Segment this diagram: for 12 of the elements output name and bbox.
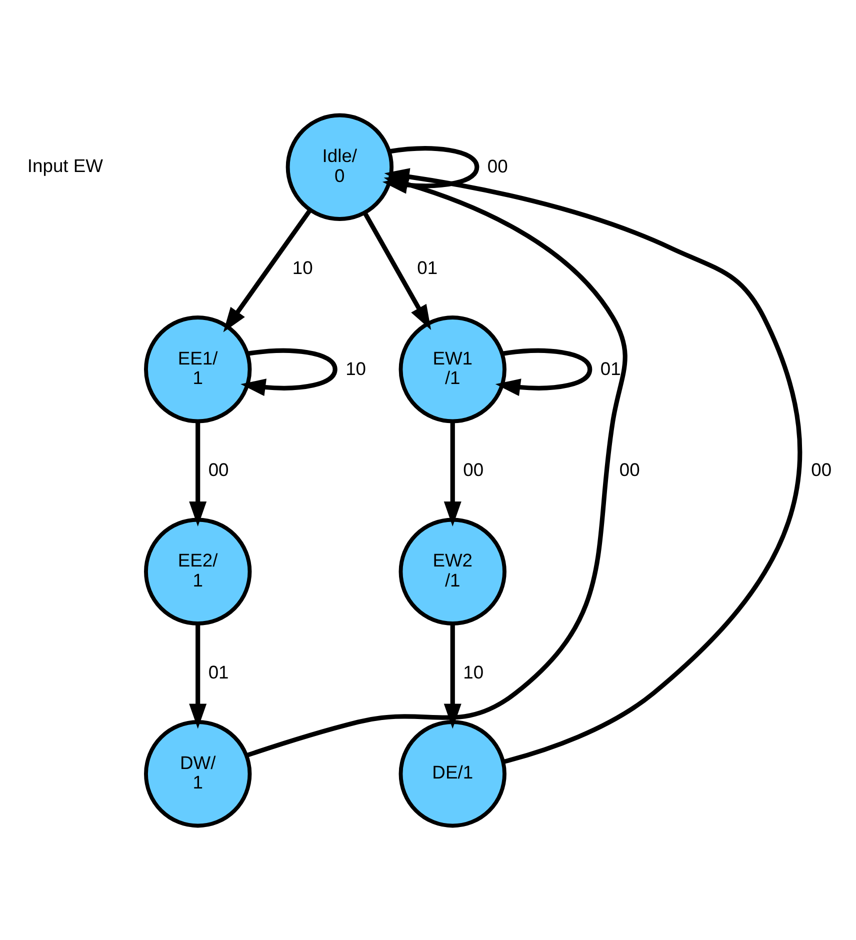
edge-label: 00	[463, 458, 484, 480]
edge-label: 00	[208, 458, 229, 480]
label: Input EW	[27, 154, 103, 176]
edge-label: 10	[463, 660, 484, 682]
edge-label: 01	[417, 256, 438, 278]
edge-label: 00	[811, 458, 832, 480]
edge-label: 00	[487, 155, 508, 176]
edge-label: 00	[619, 458, 640, 480]
edge-label: 01	[600, 357, 621, 378]
edge-label: 01	[208, 660, 229, 682]
edge-label: 10	[292, 256, 313, 278]
edge-label: 10	[346, 357, 366, 378]
